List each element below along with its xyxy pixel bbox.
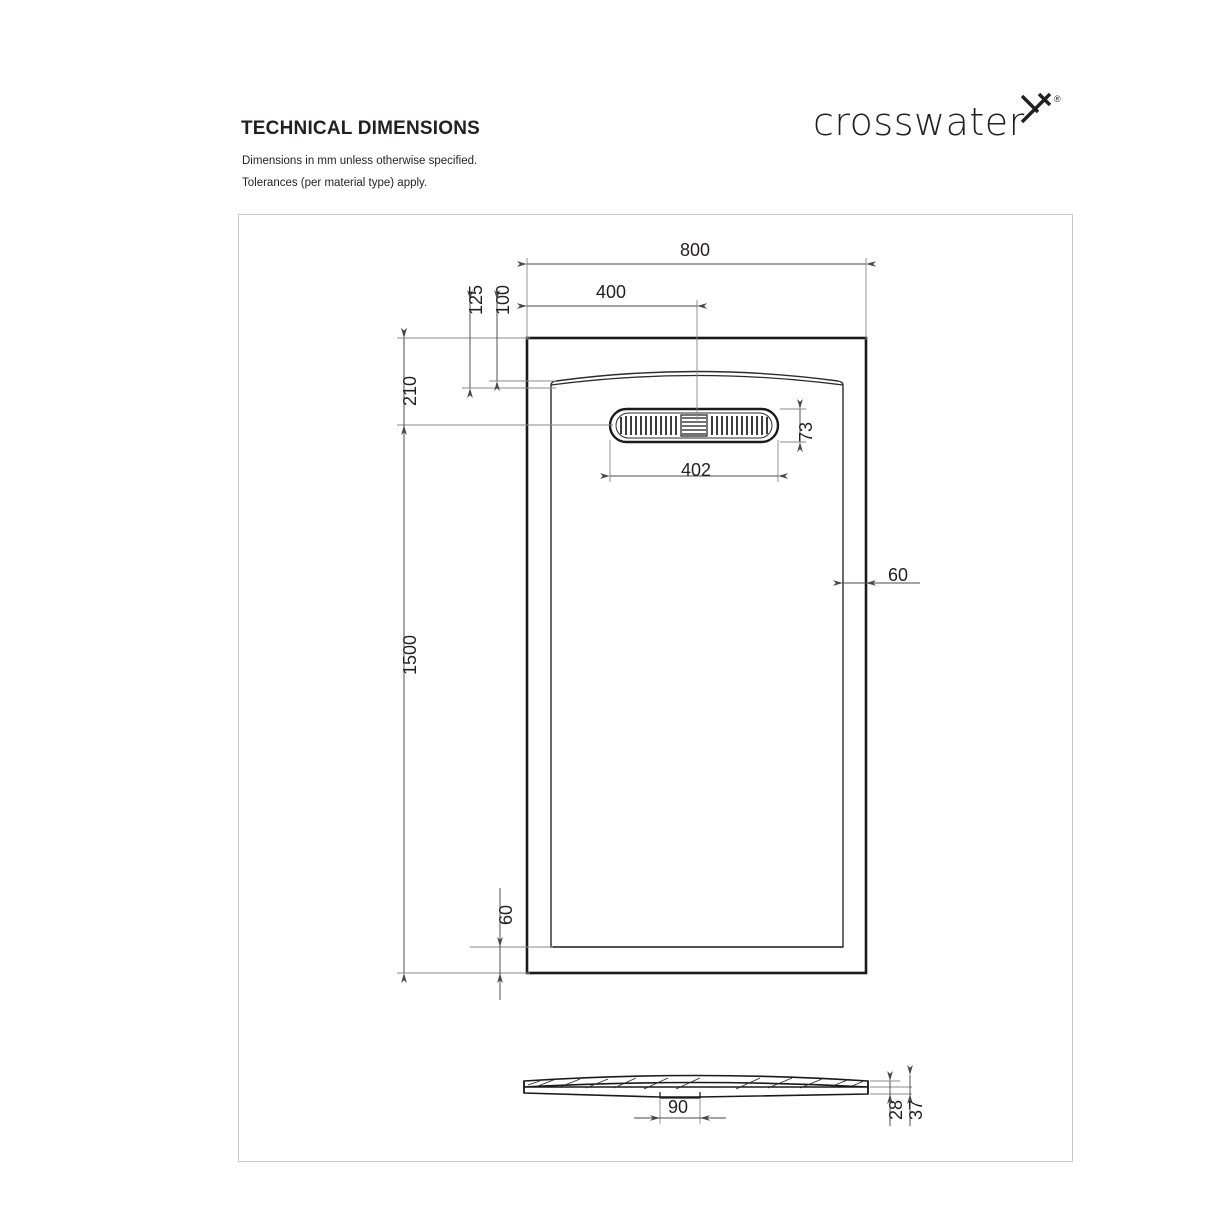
dim-label-overall-width: 800 (680, 240, 711, 260)
header-note-tolerances: Tolerances (per material type) apply. (242, 177, 428, 189)
dim-label-height-37: 37 (906, 1099, 926, 1120)
crosswater-x-icon (1020, 92, 1052, 124)
page-title: TECHNICAL DIMENSIONS (241, 118, 481, 139)
dim-label-height-28: 28 (886, 1099, 906, 1120)
header-note-units: Dimensions in mm unless otherwise specif… (242, 155, 478, 167)
dim-label-drain-width: 73 (796, 421, 816, 442)
dim-label-waste-width: 90 (668, 1097, 689, 1117)
dim-label-offset-125: 125 (466, 284, 486, 315)
brand-wordmark: crosswater (813, 100, 1025, 144)
dim-label-bottom-border-inset: 60 (496, 904, 516, 925)
registered-trademark-mark: ® (1054, 94, 1061, 104)
dim-label-overall-length: 1500 (400, 634, 420, 675)
drawing-frame-border (238, 214, 1073, 1162)
dim-label-drain-centre-from-left: 400 (596, 282, 627, 302)
dim-label-drain-centre-from-top: 210 (400, 375, 420, 406)
dim-label-right-border-inset: 60 (888, 565, 909, 585)
dim-label-drain-length: 402 (681, 460, 712, 480)
dim-label-offset-100: 100 (493, 284, 513, 315)
brand-logo: crosswater ® (813, 92, 1063, 144)
